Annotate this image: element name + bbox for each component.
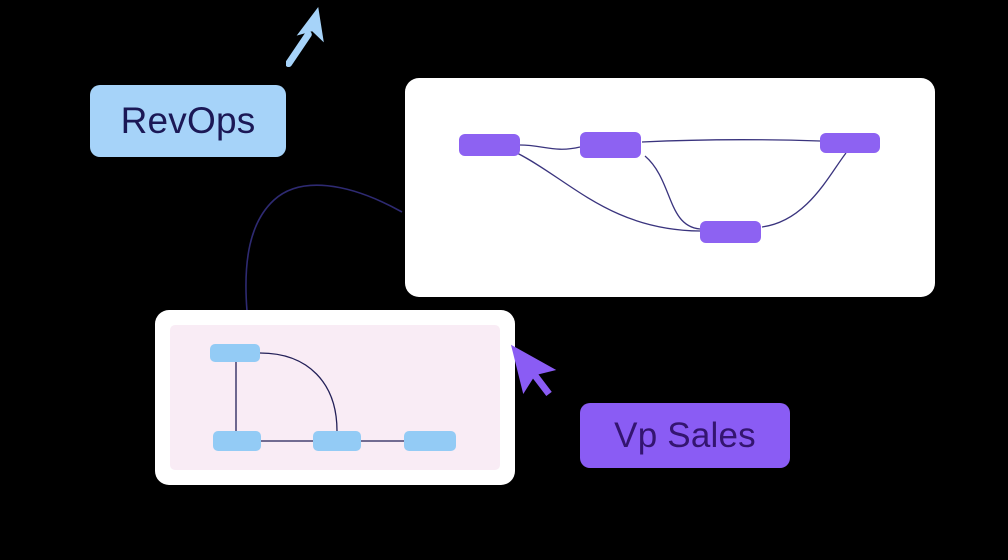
- flow-node[interactable]: [580, 132, 641, 158]
- flow-node[interactable]: [459, 134, 520, 156]
- flow-diagram-edges: [516, 138, 847, 232]
- user-tag-revops-label: RevOps: [120, 100, 256, 141]
- mini-node[interactable]: [210, 344, 260, 362]
- mini-diagram-panel: [170, 325, 500, 470]
- user-tag-vpsales-label: Vp Sales: [614, 415, 756, 455]
- mini-diagram-edges: [235, 352, 404, 442]
- flow-node[interactable]: [700, 221, 761, 243]
- user-tag-vpsales: Vp Sales: [580, 403, 790, 468]
- vpsales-pointer-cursor-icon: [510, 344, 557, 396]
- user-tag-revops: RevOps: [90, 85, 286, 157]
- mini-node[interactable]: [404, 431, 456, 451]
- revops-arrow-cursor-icon: [286, 7, 324, 68]
- mini-node[interactable]: [313, 431, 361, 451]
- flow-node[interactable]: [820, 133, 880, 153]
- flow-diagram-card[interactable]: [405, 78, 935, 297]
- mini-node[interactable]: [213, 431, 261, 451]
- mini-diagram-card[interactable]: [155, 310, 515, 485]
